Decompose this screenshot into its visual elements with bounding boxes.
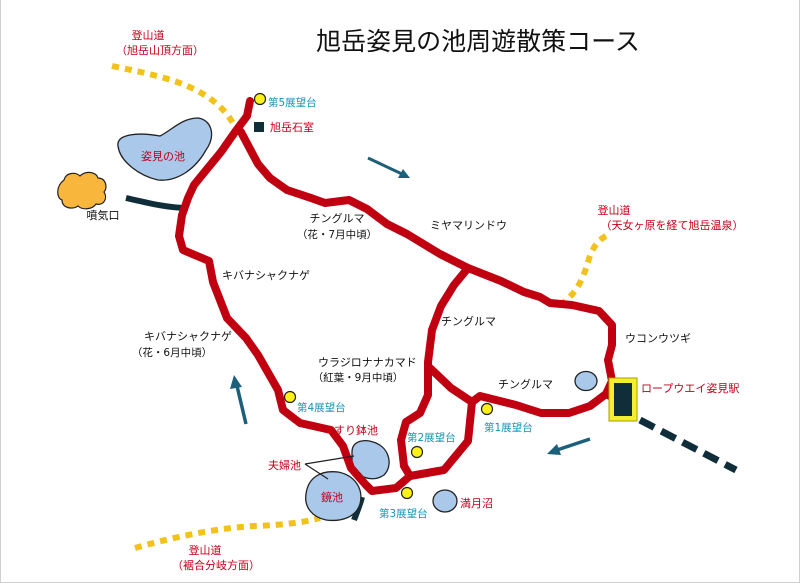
station-label: ロープウエイ姿見駅 bbox=[641, 382, 739, 395]
trail-right-name: 登山道 bbox=[598, 203, 631, 217]
viewpoint-markers bbox=[253, 92, 494, 500]
ponds bbox=[117, 117, 598, 522]
sekishitsu-label: 旭岳石室 bbox=[270, 120, 314, 134]
viewpoint-2-marker[interactable] bbox=[410, 445, 424, 459]
pond-kagami-label: 鏡池 bbox=[321, 490, 343, 504]
plant-miyamarindou: ミヤマリンドウ bbox=[430, 219, 507, 232]
viewpoint-3-marker[interactable] bbox=[400, 486, 414, 500]
funki-connector bbox=[125, 195, 189, 211]
plant-chinguruma-flower-note: （花・7月中頃） bbox=[297, 228, 377, 241]
trail-right-sub: （天女ヶ原を経て旭岳温泉） bbox=[601, 218, 744, 232]
arrow-west bbox=[547, 437, 591, 455]
arrow-east bbox=[367, 156, 410, 178]
pond-sugatami bbox=[117, 117, 213, 181]
steam-vent-shape bbox=[57, 171, 107, 210]
trail-bottom-sub: （裾合分岐方面） bbox=[172, 558, 260, 572]
plant-chinguruma-low: チングルマ bbox=[498, 377, 553, 391]
plant-kibana-path: キバナシャクナゲ bbox=[222, 269, 310, 282]
pond-suribachi-label: すり鉢池 bbox=[334, 423, 378, 437]
hiking-trails bbox=[111, 63, 608, 551]
route-branch-cross bbox=[426, 364, 476, 406]
plant-chinguruma-mid: チングルマ bbox=[441, 314, 496, 328]
viewpoint-3-label: 第3展望台 bbox=[379, 507, 428, 520]
viewpoint-1-label: 第1展望台 bbox=[484, 421, 533, 434]
trail-to-susoai bbox=[134, 515, 321, 551]
sekishitsu-marker[interactable] bbox=[254, 122, 264, 132]
route-branch-center bbox=[397, 264, 472, 480]
pond-kagami bbox=[305, 471, 362, 522]
pond-ukon bbox=[574, 370, 598, 392]
pond-mangetsu-label: 満月沼 bbox=[460, 496, 493, 510]
viewpoint-2-label: 第2展望台 bbox=[407, 431, 456, 444]
trail-summit-sub: （旭岳山頂方面） bbox=[116, 43, 204, 57]
viewpoint-4-marker[interactable] bbox=[283, 390, 297, 404]
arrow-north bbox=[230, 375, 248, 425]
viewpoint-4-label: 第4展望台 bbox=[297, 401, 346, 414]
viewpoint-1-marker[interactable] bbox=[480, 402, 494, 416]
pond-mangetsu bbox=[432, 489, 458, 513]
walking-route bbox=[175, 97, 618, 495]
trail-summit-name: 登山道 bbox=[132, 28, 165, 42]
ropeway-line bbox=[638, 416, 738, 474]
plant-chinguruma-flower: チングルマ bbox=[310, 211, 365, 225]
trail-to-summit bbox=[111, 63, 243, 141]
plant-kibana-flower-note: （花・6月中頃） bbox=[132, 346, 212, 359]
route-outer-loop bbox=[175, 97, 616, 495]
pond-fufu-label: 夫婦池 bbox=[268, 458, 301, 472]
trail-bottom-name: 登山道 bbox=[189, 543, 222, 557]
direction-arrows bbox=[230, 156, 591, 455]
plant-urajiro: ウラジロナナカマド bbox=[318, 356, 417, 369]
plant-ukonusagi: ウコンウツギ bbox=[625, 332, 691, 345]
ropeway-station-building bbox=[614, 383, 632, 416]
pond-sugatami-label: 姿見の池 bbox=[141, 150, 185, 163]
fufu-pointer-lines bbox=[304, 455, 355, 480]
funki-label: 噴気口 bbox=[87, 208, 120, 222]
plant-urajiro-note: （紅葉・9月中頃） bbox=[313, 371, 404, 384]
map-title: 旭岳姿見の池周遊散策コース bbox=[316, 27, 640, 56]
trail-to-tennyogahara bbox=[558, 233, 608, 308]
viewpoint-5-label: 第5展望台 bbox=[268, 96, 317, 109]
viewpoint-5-marker[interactable] bbox=[253, 92, 267, 106]
plant-kibana-flower: キバナシャクナゲ bbox=[144, 330, 232, 343]
